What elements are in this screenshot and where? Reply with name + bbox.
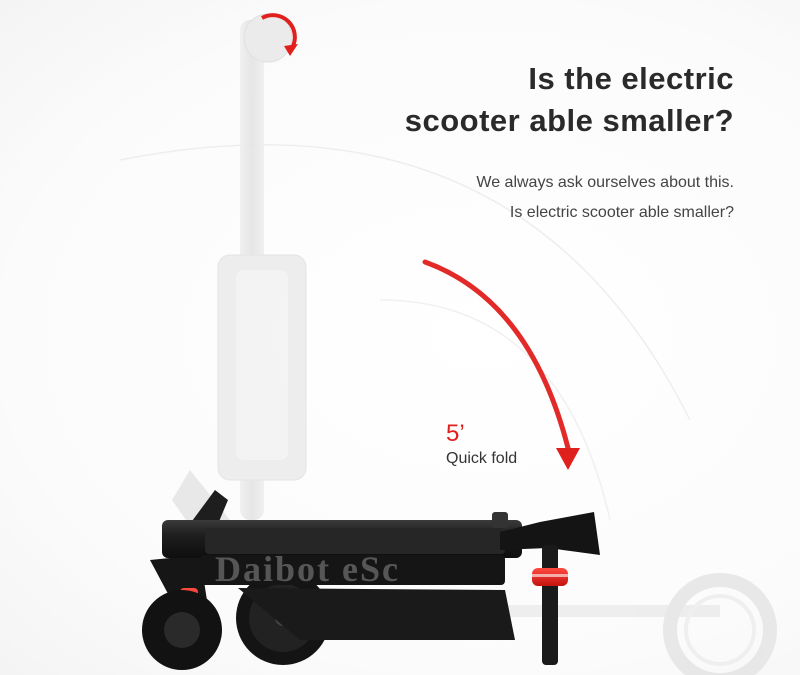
rotate-arrow-icon [261, 13, 298, 56]
subtext-line-2: Is electric scooter able smaller? [509, 204, 734, 221]
clamp-band [532, 574, 568, 577]
guide-arc-outer [119, 144, 691, 421]
deck-lower [200, 555, 505, 585]
watermark: Daibot eSc [215, 549, 400, 589]
fold-arrow-icon [422, 259, 580, 470]
ghost-rear-tire [663, 573, 777, 675]
upright-post [542, 545, 558, 665]
headline: Is the electric scooter able smaller? [405, 58, 734, 142]
handlebar-grip [500, 512, 600, 555]
ghost-rear-frame [500, 605, 720, 617]
folded-scooter [142, 490, 600, 670]
fold-time: 5’ [446, 420, 465, 447]
ghost-battery-panel [236, 270, 288, 460]
rear-latch [492, 512, 508, 528]
guide-arc-inner [379, 299, 611, 521]
headline-line-1: Is the electric [528, 61, 734, 96]
subtext-line-1: We always ask ourselves about this. [476, 174, 734, 191]
battery-case [205, 528, 505, 554]
headline-line-2: scooter able smaller? [404, 103, 734, 138]
ghost-handle-knob [243, 13, 293, 63]
ghost-upright-scooter [172, 13, 307, 540]
subtext: We always ask ourselves about this. Is e… [476, 168, 734, 228]
lower-frame [238, 588, 515, 640]
ghost-rear-hub [684, 594, 756, 666]
ghost-rear-wheel [500, 573, 777, 675]
fold-label: Quick fold [446, 450, 518, 467]
front-hub [164, 612, 200, 648]
